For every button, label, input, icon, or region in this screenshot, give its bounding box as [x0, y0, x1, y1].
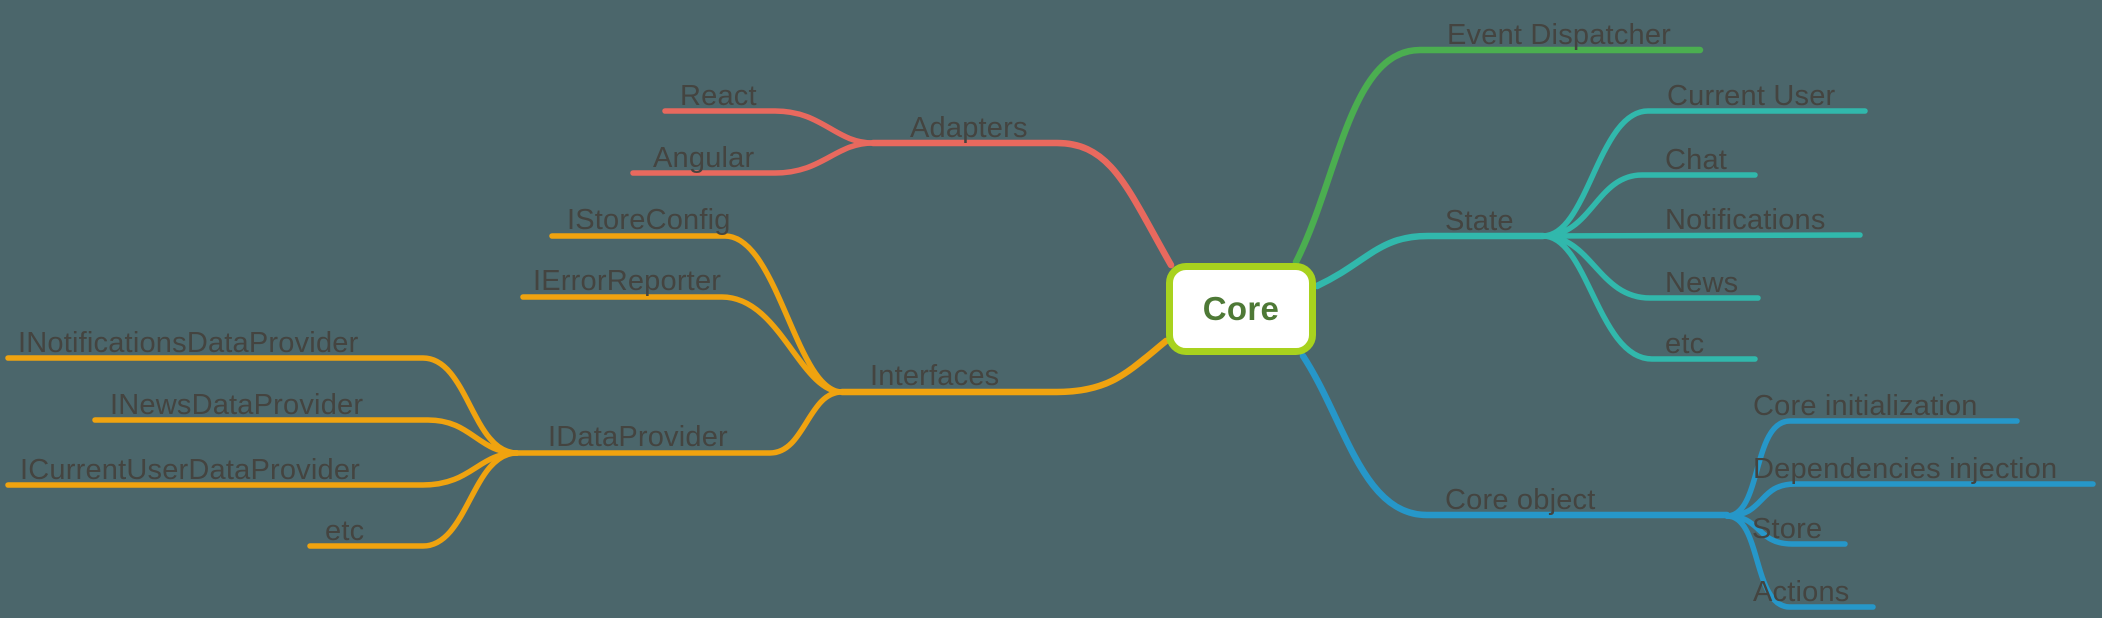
branch-line-adapters	[869, 139, 1175, 269]
branch-line-event-dispatcher	[1292, 46, 1704, 266]
node-ierrorreporter[interactable]: IErrorReporter	[533, 265, 722, 297]
branch-line-current-user	[1540, 108, 1868, 239]
branch-line-chat	[1540, 172, 1758, 239]
node-etc-left[interactable]: etc	[325, 515, 365, 547]
branch-line-inewsdataprovider	[92, 417, 520, 456]
node-interfaces[interactable]: Interfaces	[870, 360, 1000, 392]
node-state[interactable]: State	[1445, 205, 1514, 237]
node-notifications[interactable]: Notifications	[1665, 204, 1826, 236]
node-istoreconfig[interactable]: IStoreConfig	[567, 204, 731, 236]
branch-line-react	[662, 108, 876, 146]
node-idataprovider[interactable]: IDataProvider	[548, 421, 728, 453]
node-inewsdataprovider[interactable]: INewsDataProvider	[110, 389, 364, 421]
branch-line-actions	[1724, 513, 1876, 610]
branch-line-ierrorreporter	[520, 294, 845, 395]
core-node[interactable]: Core	[1166, 263, 1316, 355]
branch-line-interfaces	[838, 337, 1170, 396]
branch-line-core-initialization	[1724, 418, 2020, 519]
node-core-initialization[interactable]: Core initialization	[1753, 390, 1978, 422]
node-event-dispatcher[interactable]: Event Dispatcher	[1447, 19, 1672, 51]
branch-line-idataprovider	[514, 389, 845, 456]
node-react[interactable]: React	[680, 80, 757, 112]
branch-line-etc-right	[1540, 233, 1758, 362]
branch-line-notifications	[1540, 232, 1863, 239]
node-icurrentuserdataprovider[interactable]: ICurrentUserDataProvider	[20, 454, 361, 486]
branch-line-core-object	[1299, 352, 1731, 519]
node-chat[interactable]: Chat	[1665, 144, 1728, 176]
node-actions[interactable]: Actions	[1753, 576, 1850, 608]
branch-line-state	[1313, 232, 1547, 290]
node-angular[interactable]: Angular	[653, 142, 755, 174]
branch-line-istoreconfig	[549, 233, 845, 395]
node-dependencies-injection[interactable]: Dependencies injection	[1753, 453, 2058, 485]
branch-line-angular	[630, 140, 876, 176]
node-current-user[interactable]: Current User	[1667, 80, 1836, 112]
node-etc-right[interactable]: etc	[1665, 328, 1705, 360]
node-adapters[interactable]: Adapters	[910, 112, 1028, 144]
branch-line-dependencies-injection	[1724, 481, 2096, 519]
node-core-object[interactable]: Core object	[1445, 484, 1596, 516]
branch-line-etc-left	[307, 450, 520, 549]
node-store[interactable]: Store	[1752, 513, 1823, 545]
node-inotificationsdataprovider[interactable]: INotificationsDataProvider	[18, 327, 359, 359]
core-node-label: Core	[1202, 290, 1280, 327]
node-news[interactable]: News	[1665, 267, 1739, 299]
